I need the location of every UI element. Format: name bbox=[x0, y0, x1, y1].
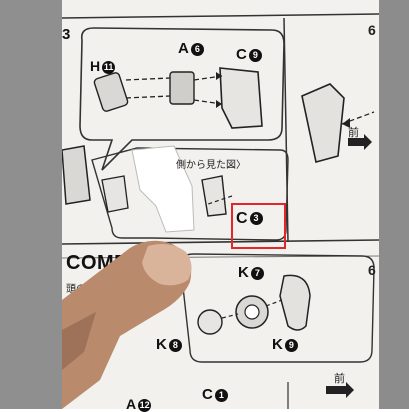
instruction-drawing bbox=[62, 13, 379, 409]
side-view-caption: 側から見た図〉 bbox=[176, 160, 246, 171]
corner-number-top: 6 bbox=[368, 22, 376, 38]
front-label-bottom: 前 bbox=[334, 373, 345, 385]
right-border bbox=[379, 0, 409, 409]
step-number: 3 bbox=[62, 26, 71, 43]
front-label-top: 前 bbox=[348, 127, 359, 139]
left-border bbox=[0, 0, 62, 409]
corner-number-bottom: 6 bbox=[368, 262, 376, 278]
highlight-box bbox=[231, 203, 286, 249]
